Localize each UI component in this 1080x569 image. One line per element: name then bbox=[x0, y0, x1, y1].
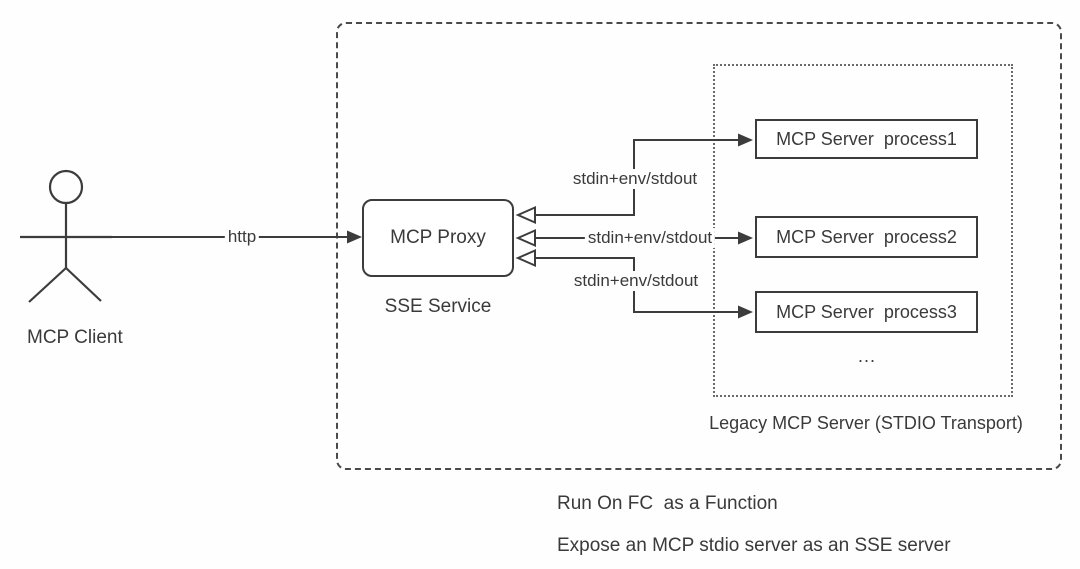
mcp-server-node-3: MCP Server process3 bbox=[755, 291, 978, 333]
actor-label: MCP Client bbox=[27, 327, 123, 348]
more-servers-indicator: ... bbox=[857, 346, 877, 366]
stdio-label-3: stdin+env/stdout bbox=[570, 271, 702, 292]
solid-arrowhead-icon bbox=[738, 305, 753, 319]
proxy-subtitle: SSE Service bbox=[384, 296, 492, 317]
footnote-1: Run On FC as a Function bbox=[557, 493, 778, 514]
http-label: http bbox=[224, 227, 260, 248]
hollow-arrowhead-icon bbox=[515, 205, 536, 225]
stdio-arrowheads bbox=[738, 133, 753, 319]
stdio-label-2: stdin+env/stdout bbox=[584, 228, 716, 249]
server-label: MCP Server process1 bbox=[776, 128, 957, 149]
footnote-2: Expose an MCP stdio server as an SSE ser… bbox=[557, 535, 951, 556]
hollow-arrowhead-icon bbox=[515, 228, 536, 248]
solid-arrowhead-icon bbox=[347, 230, 362, 244]
legacy-group-caption: Legacy MCP Server (STDIO Transport) bbox=[709, 413, 1023, 433]
solid-arrowhead-icon bbox=[738, 231, 753, 245]
person-head bbox=[48, 169, 84, 205]
mcp-proxy-title: MCP Proxy bbox=[390, 227, 486, 248]
mcp-server-node-2: MCP Server process2 bbox=[755, 216, 978, 258]
solid-arrowhead-icon bbox=[738, 133, 753, 147]
mcp-proxy-node: MCP Proxy bbox=[362, 199, 514, 277]
person-icon bbox=[20, 169, 112, 303]
server-label: MCP Server process2 bbox=[776, 226, 957, 247]
mcp-server-node-1: MCP Server process1 bbox=[755, 119, 978, 159]
stdio-label-1: stdin+env/stdout bbox=[569, 169, 701, 190]
server-label: MCP Server process3 bbox=[776, 301, 957, 322]
person-leg-right bbox=[65, 267, 102, 302]
hollow-arrowheads bbox=[515, 205, 536, 268]
person-leg-left bbox=[28, 267, 67, 303]
hollow-arrowhead-icon bbox=[515, 248, 536, 268]
fc-function-boundary-box bbox=[336, 22, 1062, 470]
